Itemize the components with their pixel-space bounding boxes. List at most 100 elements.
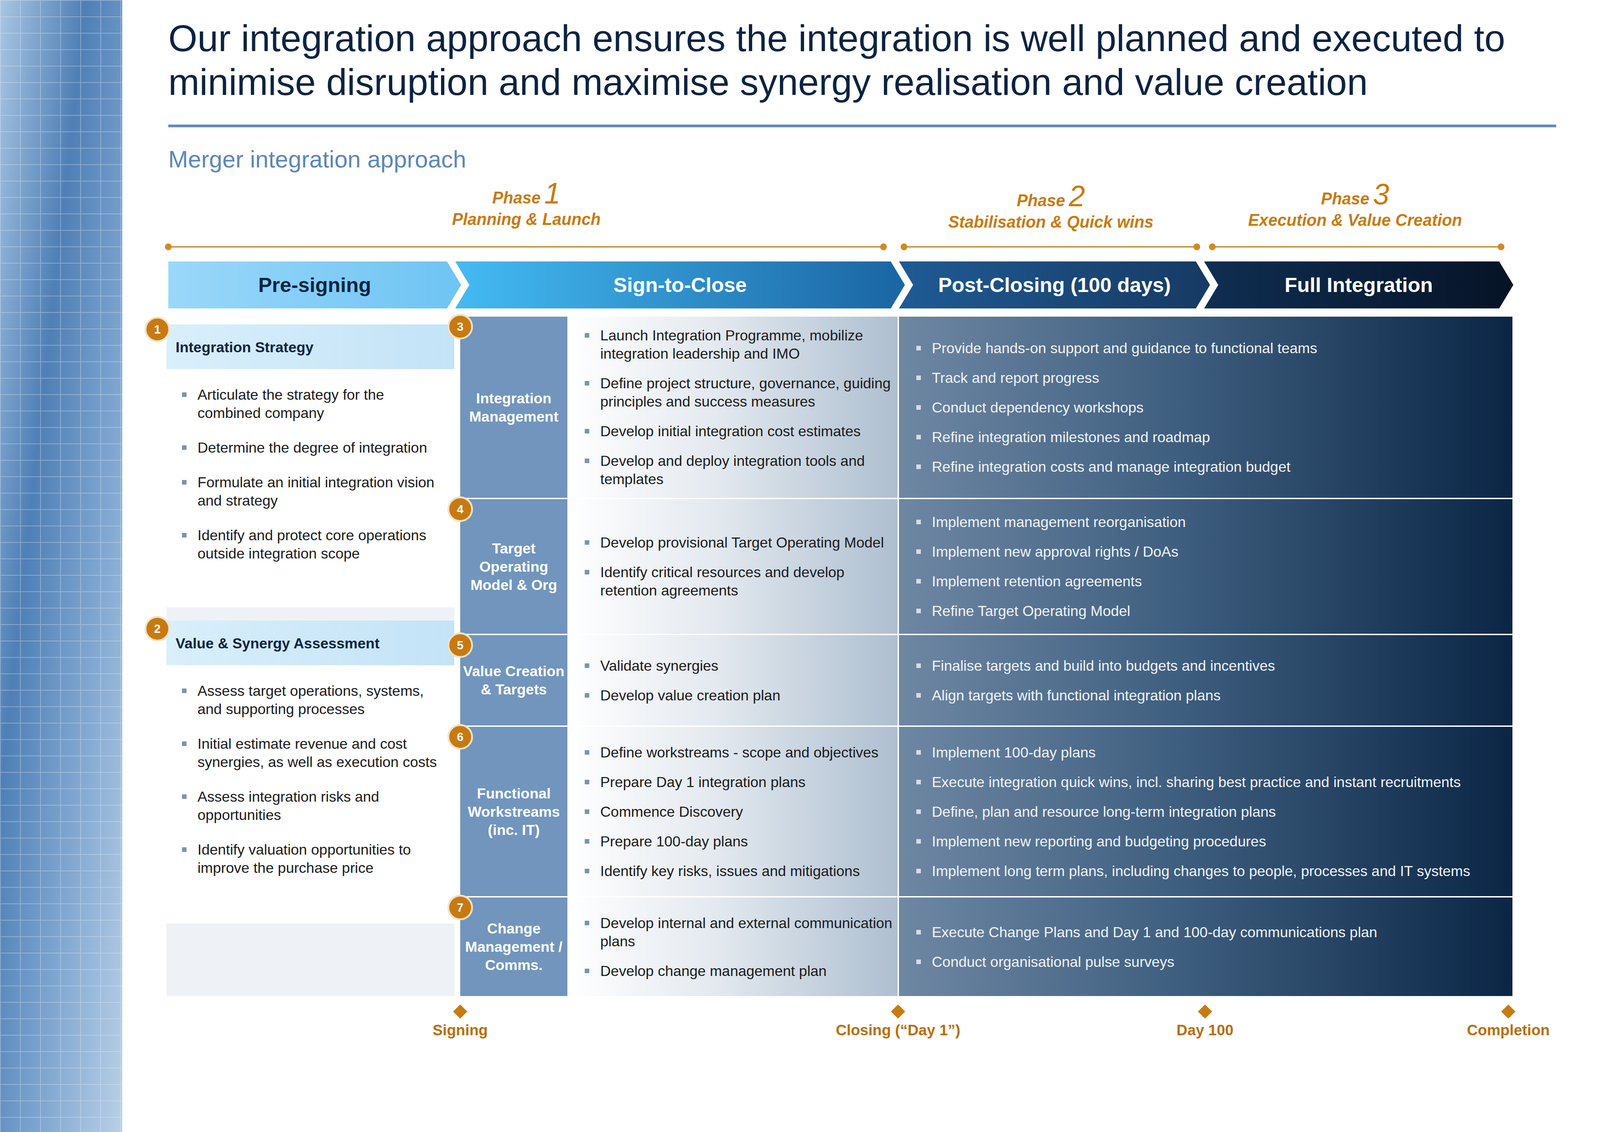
- phase-cell: Implement management reorganisationImple…: [898, 498, 1513, 634]
- bullet-text: Validate synergies: [584, 656, 894, 675]
- bullet-text: Refine Target Operating Model: [916, 601, 1508, 620]
- bullet-list: Define workstreams - scope and objective…: [567, 742, 898, 880]
- subtitle: Merger integration approach: [168, 145, 1087, 174]
- row-heading-text: Functional Workstreams (inc. IT): [460, 784, 568, 839]
- callout-circle: 4: [447, 496, 473, 522]
- phase-word: Phase: [1320, 189, 1370, 209]
- bullet-list: Finalise targets and build into budgets …: [898, 656, 1513, 705]
- bullet-list: Implement 100-day plansExecute integrati…: [898, 742, 1513, 880]
- milestone-label: Completion: [1371, 1021, 1600, 1039]
- bullet-text: Finalise targets and build into budgets …: [916, 656, 1508, 675]
- phase-cell: Finalise targets and build into budgets …: [898, 634, 1513, 726]
- row-heading-text: Value Creation & Targets: [460, 661, 568, 699]
- bullet-text: Conduct dependency workshops: [916, 398, 1508, 417]
- callout-circle: 5: [447, 632, 473, 658]
- phase-label: Phase2Stabilisation & Quick wins: [777, 181, 1325, 232]
- box-heading: Integration Strategy: [166, 324, 455, 369]
- row-heading-text: Integration Management: [460, 389, 568, 426]
- row-heading: Integration Management: [460, 316, 568, 498]
- box-heading: Value & Synergy Assessment: [166, 620, 455, 665]
- callout-number: 7: [457, 900, 464, 915]
- bullet-text: Implement long term plans, including cha…: [916, 861, 1508, 880]
- chevron-text: Sign-to-Close: [613, 273, 747, 297]
- chevron-label-area: Post-Closing (100 days): [898, 261, 1211, 309]
- bullet-text: Commence Discovery: [584, 802, 894, 821]
- bullet-text: Assess integration risks and opportuniti…: [181, 787, 448, 824]
- phase-cell: Develop internal and external communicat…: [567, 897, 898, 996]
- bullet-text: Identify valuation opportunities to impr…: [181, 840, 448, 877]
- bullet-text: Develop value creation plan: [584, 685, 894, 705]
- bullet-text: Implement new reporting and budgeting pr…: [916, 831, 1508, 851]
- milestone-label-area: Completion: [1371, 1021, 1600, 1039]
- phase-chevron: Pre-signing: [168, 261, 462, 309]
- phase-cell: Develop provisional Target Operating Mod…: [567, 498, 898, 634]
- bullet-text: Track and report progress: [916, 368, 1508, 387]
- phase-label: Phase1Planning & Launch: [252, 178, 800, 229]
- assessment-box: Integration StrategyArticulate the strat…: [166, 324, 455, 608]
- bullet-list: Launch Integration Programme, mobilize i…: [567, 326, 898, 489]
- bullet-list: Develop provisional Target Operating Mod…: [567, 533, 898, 600]
- phase-name: Execution & Value Creation: [1248, 210, 1463, 230]
- bullet-list: Provide hands-on support and guidance to…: [898, 338, 1513, 476]
- phase-cell: Define workstreams - scope and objective…: [567, 726, 898, 896]
- title-rule: [168, 124, 1557, 128]
- bullet-text: Implement management reorganisation: [916, 512, 1508, 531]
- phase-chevron: Post-Closing (100 days): [898, 261, 1211, 309]
- bullet-text: Identify key risks, issues and mitigatio…: [584, 861, 894, 880]
- shape: [168, 261, 462, 309]
- milestone-label: Signing: [323, 1021, 598, 1039]
- bullet-text: Initial estimate revenue and cost synerg…: [181, 734, 448, 771]
- phase-number: 3: [1372, 179, 1390, 209]
- bullet-text: Implement retention agreements: [916, 571, 1508, 591]
- milestone-label: Day 100: [1068, 1021, 1342, 1039]
- bullet-text: Develop initial integration cost estimat…: [584, 421, 894, 441]
- callout-circle: 7: [447, 894, 473, 920]
- phase-name: Stabilisation & Quick wins: [948, 212, 1154, 232]
- milestone-diamond: [1501, 1003, 1516, 1019]
- title-area: Our integration approach ensures the int…: [168, 16, 1577, 104]
- bullet-text: Determine the degree of integration: [181, 438, 448, 457]
- chevron-label-area: Full Integration: [1204, 261, 1514, 309]
- bullet-text: Execute integration quick wins, incl. sh…: [916, 772, 1508, 791]
- bullet-text: Prepare 100-day plans: [584, 831, 894, 851]
- bullet-text: Refine integration costs and manage inte…: [916, 457, 1508, 476]
- row-heading: Value Creation & Targets: [460, 634, 568, 726]
- bullet-text: Identify critical resources and develop …: [584, 562, 894, 600]
- row-heading: Change Management / Comms.: [460, 897, 568, 996]
- phase-heading: Phase3: [1320, 179, 1390, 209]
- chevron-label-area: Pre-signing: [168, 261, 462, 309]
- phase-cell: Execute Change Plans and Day 1 and 100-d…: [898, 897, 1513, 996]
- bullet-text: Define workstreams - scope and objective…: [584, 742, 894, 762]
- milestone-label-area: Day 100: [1068, 1021, 1342, 1039]
- phase-heading: Phase1: [492, 178, 561, 208]
- bullet-text: Prepare Day 1 integration plans: [584, 772, 894, 791]
- shape: [455, 261, 905, 309]
- bullet-text: Develop change management plan: [584, 961, 894, 980]
- bullet-text: Articulate the strategy for the combined…: [181, 385, 448, 422]
- phase-cell: Provide hands-on support and guidance to…: [898, 316, 1513, 498]
- milestone-label: Closing (“Day 1”): [761, 1021, 1035, 1039]
- bullet-text: Implement 100-day plans: [916, 742, 1508, 762]
- chevron-text: Full Integration: [1284, 273, 1434, 297]
- phase-heading: Phase2: [1016, 181, 1086, 211]
- assessment-box: Value & Synergy AssessmentAssess target …: [166, 620, 455, 924]
- phase-word: Phase: [1016, 191, 1065, 211]
- phase-cell: Launch Integration Programme, mobilize i…: [567, 316, 898, 498]
- milestone-diamond: [890, 1003, 905, 1019]
- phase-chevron: Full Integration: [1204, 261, 1514, 309]
- row-heading: Target Operating Model & Org: [460, 498, 568, 634]
- phase-label: Phase3Execution & Value Creation: [1081, 179, 1600, 230]
- bullet-text: Refine integration milestones and roadma…: [916, 427, 1508, 447]
- callout-circle: 6: [447, 723, 473, 750]
- callout-circle: 1: [144, 316, 171, 343]
- row-heading-text: Target Operating Model & Org: [460, 539, 568, 594]
- shape: [898, 261, 1211, 309]
- bullet-text: Execute Change Plans and Day 1 and 100-d…: [916, 922, 1508, 941]
- callout-circle: 2: [144, 615, 171, 642]
- bullet-list: Assess target operations, systems, and s…: [166, 664, 455, 891]
- callout-number: 1: [154, 322, 161, 337]
- row-heading-text: Change Management / Comms.: [460, 919, 568, 974]
- callout-number: 2: [154, 621, 161, 636]
- bullet-text: Develop and deploy integration tools and…: [584, 451, 894, 489]
- phase-chevron: Sign-to-Close: [455, 261, 905, 309]
